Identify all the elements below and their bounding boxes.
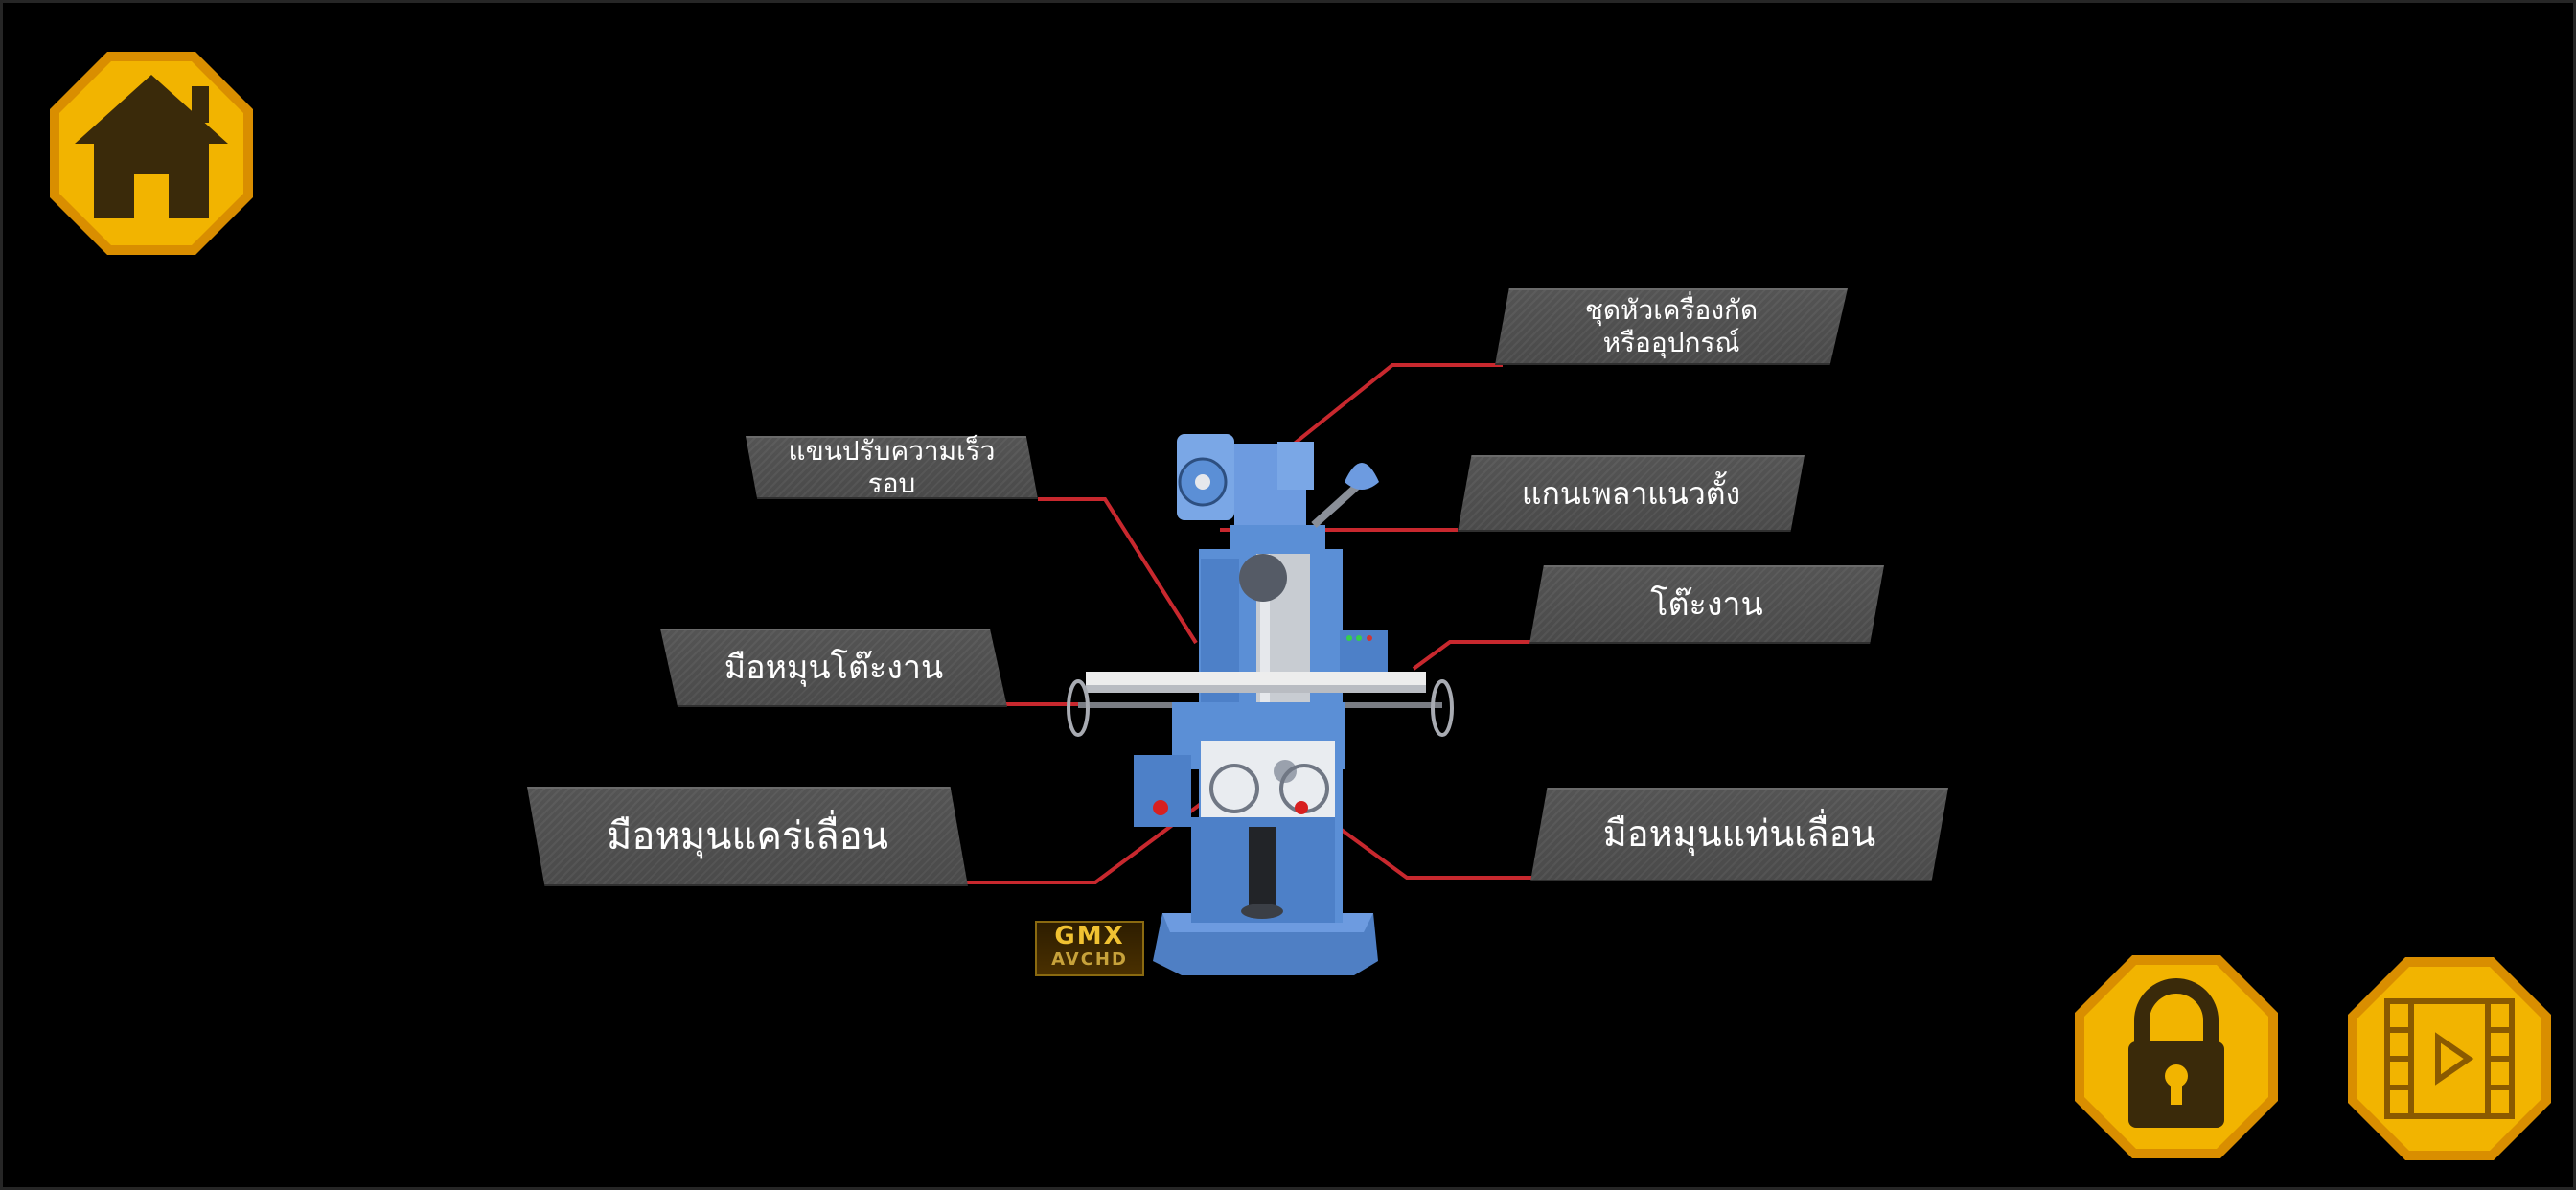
label-table-handwheel-text: มือหมุนโต๊ะงาน — [724, 648, 944, 687]
leader-line-table — [1412, 640, 1531, 671]
home-button[interactable] — [46, 48, 257, 259]
leader-line-knee-handwheel — [1312, 808, 1531, 880]
label-knee-handwheel: มือหมุนแท่นเลื่อน — [1530, 788, 1948, 881]
lock-icon — [2128, 978, 2224, 1128]
lock-button[interactable] — [2071, 951, 2282, 1162]
home-icon — [75, 75, 228, 218]
leader-line-cutter-head — [1285, 363, 1503, 451]
video-button[interactable] — [2344, 953, 2555, 1164]
label-speed-lever: แขนปรับความเร็วรอบ — [746, 435, 1038, 499]
label-saddle-handwheel: มือหมุนแคร่เลื่อน — [527, 787, 968, 886]
label-speed-lever-text: แขนปรับความเร็วรอบ — [788, 435, 996, 499]
label-spindle-text: แกนเพลาแนวตั้ง — [1521, 474, 1741, 512]
leader-lines — [966, 363, 1531, 884]
watermark-top-text: GMX — [1054, 922, 1125, 950]
label-knee-handwheel-text: มือหมุนแท่นเลื่อน — [1602, 812, 1876, 856]
label-cutter-head-text: ชุดหัวเครื่องกัด หรืออุปกรณ์ — [1584, 294, 1759, 358]
label-saddle-handwheel-text: มือหมุนแคร่เลื่อน — [606, 814, 889, 858]
leader-line-speed-lever — [1038, 497, 1198, 645]
watermark-bottom-text: AVCHD — [1051, 950, 1128, 970]
gmx-avchd-watermark: GMX AVCHD — [1035, 921, 1144, 976]
leader-line-saddle-handwheel — [966, 802, 1203, 884]
label-table-text: โต๊ะงาน — [1650, 584, 1763, 624]
milling-machine-model — [1067, 434, 1454, 975]
label-table: โต๊ะงาน — [1530, 565, 1884, 644]
label-cutter-head: ชุดหัวเครื่องกัด หรืออุปกรณ์ — [1495, 288, 1848, 365]
film-play-icon — [2384, 998, 2515, 1119]
label-spindle: แกนเพลาแนวตั้ง — [1458, 455, 1805, 532]
label-table-handwheel: มือหมุนโต๊ะงาน — [660, 629, 1007, 707]
